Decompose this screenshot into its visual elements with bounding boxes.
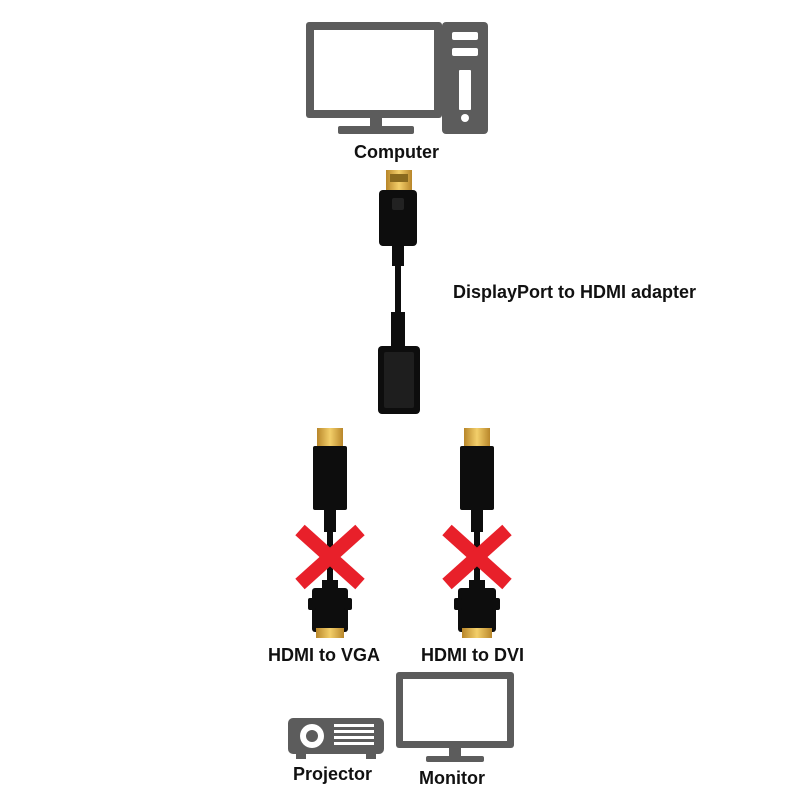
hdmi-to-vga-label: HDMI to VGA xyxy=(268,645,380,665)
projector-label: Projector xyxy=(293,764,373,784)
red-cross-icon xyxy=(295,524,365,590)
hdmi-to-vga-cable-icon xyxy=(308,428,352,638)
computer-label: Computer xyxy=(354,142,439,162)
adapter-label: DisplayPort to HDMI adapter xyxy=(453,282,697,302)
computer-icon xyxy=(306,22,488,134)
red-cross-icon xyxy=(442,524,512,590)
displayport-to-hdmi-adapter-icon xyxy=(378,170,420,414)
monitor-icon xyxy=(396,672,514,762)
projector-icon xyxy=(288,718,384,759)
hdmi-to-dvi-cable-icon xyxy=(454,428,500,638)
hdmi-to-dvi-label: HDMI to DVI xyxy=(421,645,524,665)
monitor-label: Monitor xyxy=(419,768,485,788)
